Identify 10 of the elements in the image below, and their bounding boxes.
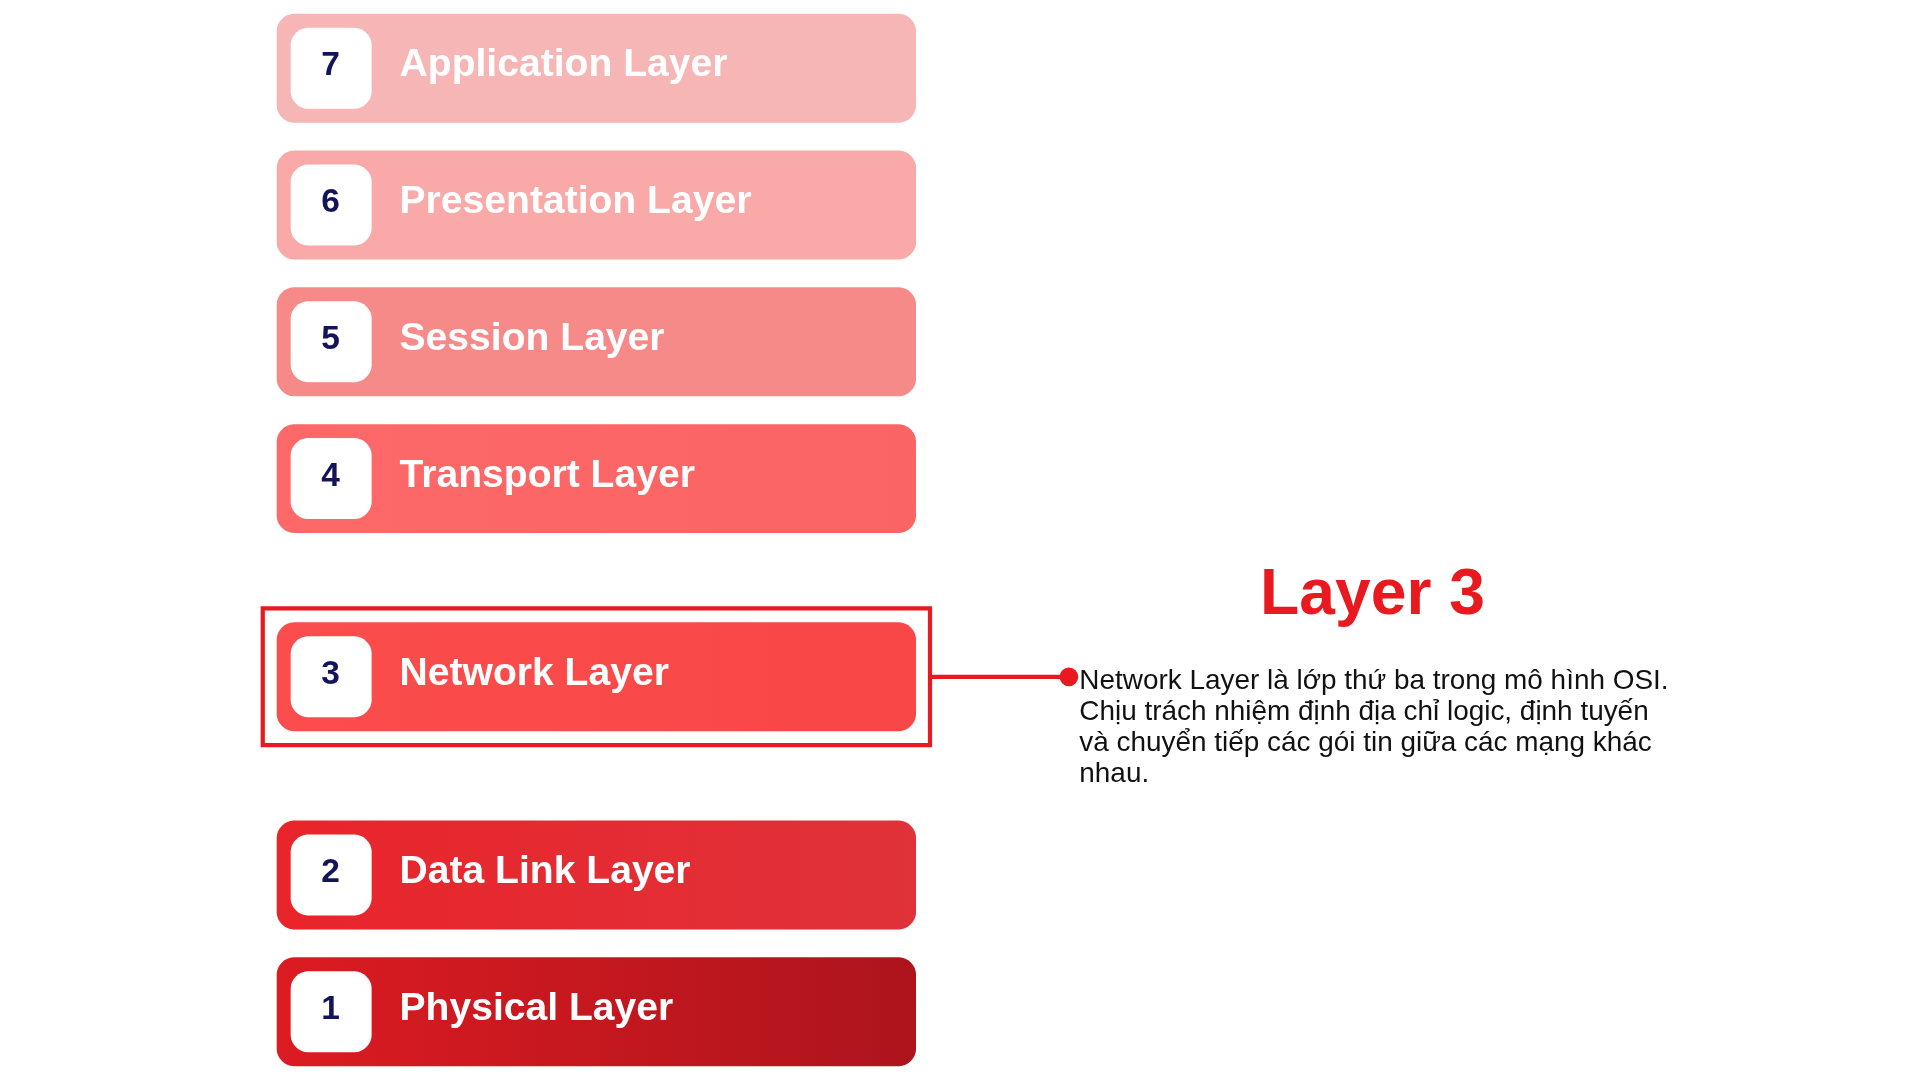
node-box: 6 Presentation Layer bbox=[276, 150, 917, 260]
node-box: 5 Session Layer bbox=[276, 287, 917, 397]
node-box: 4 Transport Layer bbox=[276, 424, 917, 533]
node-box: 1 Physical Layer bbox=[276, 957, 917, 1067]
node-text: Layer 3 Network Layer là lớp thứ ba trong mô hình OSI. Chịu trách nhiệm định địa chỉ logic, định tuyến và chuyển tiếp các gói tin giữa các mạng khác nhau. bbox=[1079, 555, 1669, 788]
node-box: 3 Network Layer bbox=[276, 622, 917, 732]
node-box: 7 Application Layer bbox=[276, 13, 917, 123]
node-box: 2 Data Link Layer bbox=[276, 820, 917, 930]
connector bbox=[930, 667, 1079, 687]
cluster bbox=[260, 606, 933, 748]
